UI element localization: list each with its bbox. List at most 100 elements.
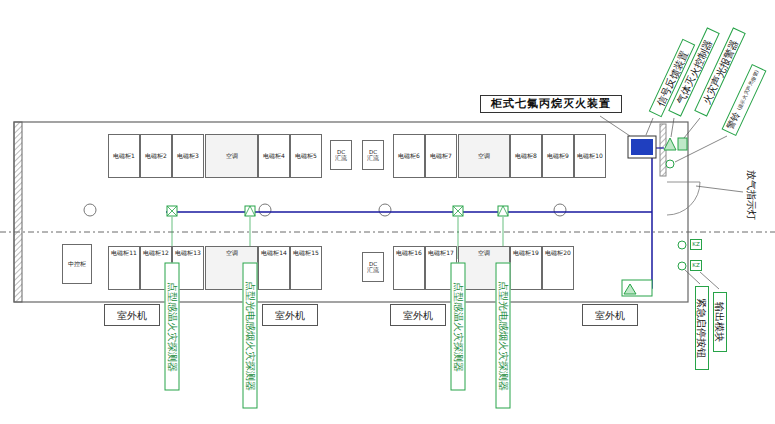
- air-conditioner-box: 空调: [458, 134, 510, 178]
- box-label: 警铃: [726, 111, 743, 131]
- cabinet-box: 电磁柜8: [510, 134, 542, 178]
- box-label: 电磁柜12: [143, 250, 169, 257]
- box-label: 电磁柜3: [177, 153, 199, 160]
- cabinet-box: 电磁柜4: [258, 134, 290, 178]
- box-label: 电磁柜11: [111, 250, 137, 257]
- box-label: 电磁柜7: [430, 153, 452, 160]
- box-label: 电磁柜5: [295, 153, 317, 160]
- cabinet-box: 电磁柜20: [542, 246, 574, 290]
- bell-symbol: [666, 160, 674, 168]
- leader-line: [600, 116, 630, 136]
- cabinet-box: 电磁柜3: [172, 134, 204, 178]
- dc-combiner-box: DC 汇流: [362, 140, 384, 170]
- leader-line: [671, 118, 674, 137]
- box-label: 空调: [478, 153, 490, 160]
- cabinet-box: 电磁柜15: [290, 246, 322, 290]
- box-label: 电磁柜20: [545, 250, 571, 257]
- box-label: KZ: [692, 241, 699, 247]
- box-label: 电磁柜9: [547, 153, 569, 160]
- box-label: 空调: [226, 250, 238, 257]
- detector-callout: 点型感温火灾探测器: [165, 262, 180, 390]
- box-label: 电磁柜2: [145, 153, 167, 160]
- agent-cabinet: [628, 136, 656, 158]
- cabinet-box: 电磁柜19: [510, 246, 542, 290]
- box-label: 点型光电感烟火灾探测器: [245, 280, 256, 390]
- detector-symbols: [167, 206, 508, 216]
- dc-combiner-box: DC 汇流: [330, 140, 352, 170]
- device-callout: 紧急启停按钮: [695, 286, 709, 370]
- leader-line: [685, 270, 700, 284]
- box-label: 室外机: [403, 310, 433, 321]
- detector-callout: 点型感温火灾探测器: [451, 262, 466, 390]
- wall-hatch: [14, 122, 22, 302]
- box-label: 空调: [226, 153, 238, 160]
- detector-symbol: [498, 206, 508, 216]
- box-label: 点型光电感烟火灾探测器: [498, 280, 509, 390]
- air-conditioner-box: 空调: [205, 134, 258, 178]
- box-label: 紧急启停按钮: [697, 298, 708, 358]
- building-wall: [14, 122, 688, 302]
- outdoor-unit-box: 室外机: [262, 304, 318, 326]
- cabinet-box: 电磁柜7: [425, 134, 457, 178]
- box-label: 电磁柜8: [515, 153, 537, 160]
- box-label: DC 汇流: [366, 261, 380, 273]
- button-symbol: [678, 262, 686, 270]
- axis-circle: [554, 204, 566, 216]
- module-box: KZ: [690, 239, 702, 250]
- leader-line: [646, 118, 653, 135]
- cabinet-box: 电磁柜10: [574, 134, 606, 178]
- box-label: 中控柜: [68, 261, 86, 268]
- detector-symbol: [498, 206, 508, 216]
- box-label: 输出模块: [715, 302, 726, 342]
- cabinet-box: 电磁柜14: [258, 246, 290, 290]
- cabinet-box: 电磁柜6: [393, 134, 425, 178]
- dc-combiner-box: DC 汇流: [362, 252, 384, 282]
- module-box: KZ: [690, 260, 702, 271]
- box-label: 电磁柜14: [261, 250, 287, 257]
- box-label: 电磁柜15: [293, 250, 319, 257]
- cabinet-box: 电磁柜2: [140, 134, 172, 178]
- cabinet-box: 电磁柜5: [290, 134, 322, 178]
- panel-symbol: [624, 284, 636, 294]
- button-symbol: [678, 241, 686, 249]
- detector-symbol: [453, 206, 463, 216]
- box-label: 室外机: [275, 310, 305, 321]
- box-label: DC 汇流: [366, 149, 380, 161]
- box-label: 点型感温火灾探测器: [453, 281, 464, 371]
- detector-symbol: [245, 206, 255, 216]
- cabinet-box: 电磁柜11: [108, 246, 140, 290]
- leader-line: [675, 136, 727, 162]
- box-label: 空调: [478, 250, 490, 257]
- outdoor-unit-box: 室外机: [582, 304, 638, 326]
- box-label: 室外机: [117, 310, 147, 321]
- axis-circle: [259, 204, 271, 216]
- box-label: DC 汇流: [334, 149, 348, 161]
- box-note: (提示火灾声光报警): [737, 69, 760, 111]
- box-label: 电磁柜17: [428, 250, 454, 257]
- cabinet-box: 中控柜: [62, 244, 92, 284]
- axis-circle: [84, 204, 96, 216]
- cabinet-box: 电磁柜1: [108, 134, 140, 178]
- box-label: 放气指示灯: [747, 170, 758, 220]
- outdoor-unit-box: 室外机: [390, 304, 446, 326]
- cabinet-box: 电磁柜16: [393, 246, 425, 290]
- device-callout: 输出模块: [713, 292, 727, 352]
- detector-symbol: [453, 206, 463, 216]
- detector-callout: 点型光电感烟火灾探测器: [496, 262, 511, 408]
- cabinet-box: 电磁柜9: [542, 134, 574, 178]
- device-callout: 放气指示灯: [745, 160, 759, 230]
- leader-line: [696, 186, 743, 192]
- alarm-symbol: [664, 138, 676, 150]
- panel-symbol: [622, 280, 652, 296]
- outdoor-unit-box: 室外机: [104, 304, 160, 326]
- detector-symbol: [167, 206, 177, 216]
- leader-line: [684, 118, 700, 138]
- door-swing: [667, 182, 700, 215]
- detector-symbol: [167, 206, 177, 216]
- box-label: 电磁柜1: [113, 153, 135, 160]
- box-label: 电磁柜13: [175, 250, 201, 257]
- box-label: 电磁柜16: [396, 250, 422, 257]
- detector-callout: 点型光电感烟火灾探测器: [243, 262, 258, 408]
- box-label: 电磁柜19: [513, 250, 539, 257]
